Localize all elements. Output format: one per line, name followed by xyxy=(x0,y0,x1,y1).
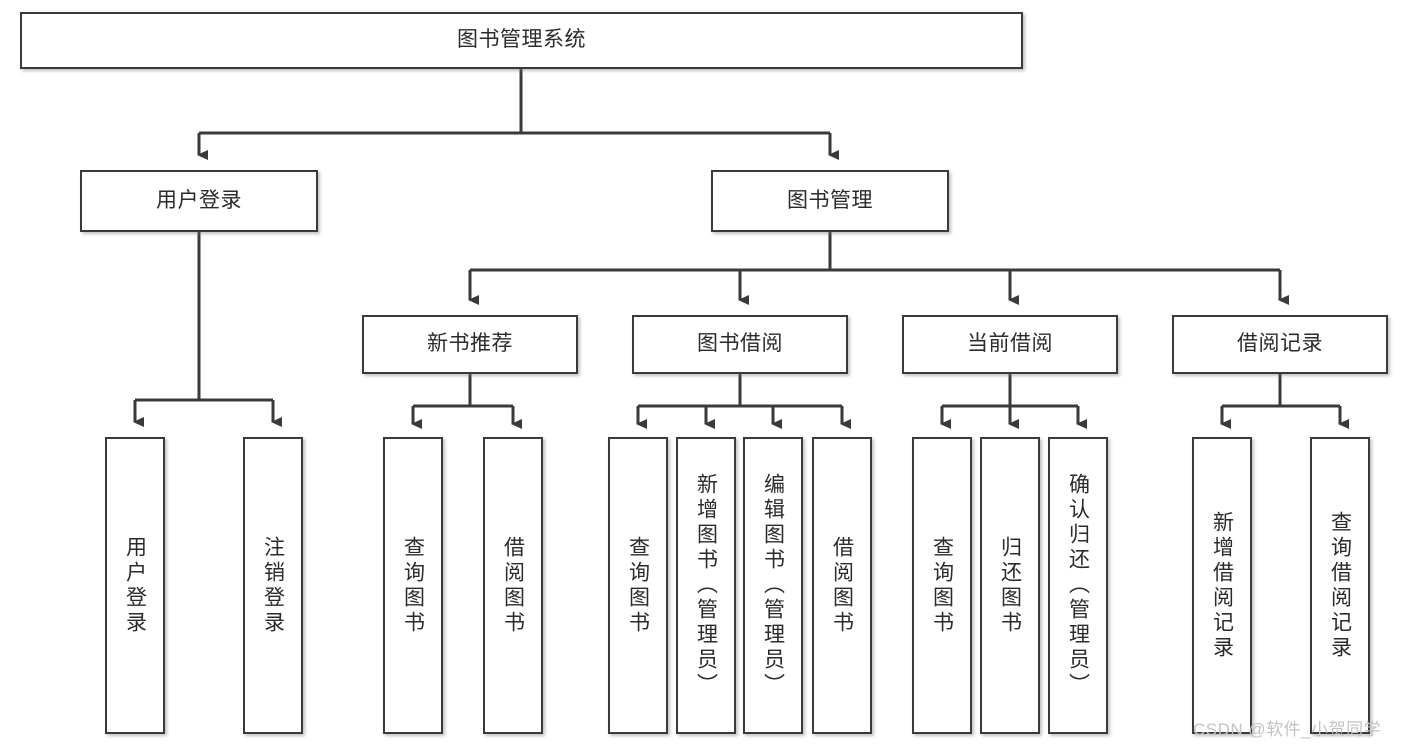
node-root-label: 图书管理系统 xyxy=(457,28,586,52)
node-leaf-edit-book-label: 编辑图书（管理员） xyxy=(761,473,785,698)
node-leaf-query-book-2[interactable]: 查询图书 xyxy=(608,437,668,734)
node-leaf-confirm-return-label: 确认归还（管理员） xyxy=(1066,473,1090,698)
node-leaf-borrow-book-1[interactable]: 借阅图书 xyxy=(483,437,543,734)
node-leaf-query-record[interactable]: 查询借阅记录 xyxy=(1310,437,1370,734)
node-leaf-query-book-3-label: 查询图书 xyxy=(930,535,954,636)
node-leaf-borrow-book-2-label: 借阅图书 xyxy=(830,535,854,636)
node-leaf-borrow-book-2[interactable]: 借阅图书 xyxy=(812,437,872,734)
node-new-book-recommend[interactable]: 新书推荐 xyxy=(362,315,578,374)
node-leaf-query-book-1-label: 查询图书 xyxy=(401,535,425,636)
node-leaf-confirm-return[interactable]: 确认归还（管理员） xyxy=(1048,437,1108,734)
node-leaf-logout-login[interactable]: 注销登录 xyxy=(243,437,303,734)
node-current-borrow[interactable]: 当前借阅 xyxy=(902,315,1118,374)
node-borrow-record[interactable]: 借阅记录 xyxy=(1172,315,1388,374)
node-current-borrow-label: 当前借阅 xyxy=(967,332,1053,356)
node-leaf-return-book[interactable]: 归还图书 xyxy=(980,437,1040,734)
node-leaf-logout-login-label: 注销登录 xyxy=(261,535,285,636)
node-root[interactable]: 图书管理系统 xyxy=(20,12,1023,69)
node-leaf-query-book-3[interactable]: 查询图书 xyxy=(912,437,972,734)
node-book-borrow[interactable]: 图书借阅 xyxy=(632,315,848,374)
node-leaf-query-book-1[interactable]: 查询图书 xyxy=(383,437,443,734)
node-borrow-record-label: 借阅记录 xyxy=(1237,332,1323,356)
node-book-borrow-label: 图书借阅 xyxy=(697,332,783,356)
node-leaf-query-book-2-label: 查询图书 xyxy=(626,535,650,636)
node-leaf-borrow-book-1-label: 借阅图书 xyxy=(501,535,525,636)
node-leaf-return-book-label: 归还图书 xyxy=(998,535,1022,636)
node-leaf-add-book-label: 新增图书（管理员） xyxy=(694,473,718,698)
node-leaf-add-record-label: 新增借阅记录 xyxy=(1210,510,1234,661)
node-leaf-query-record-label: 查询借阅记录 xyxy=(1328,510,1352,661)
node-leaf-user-login-label: 用户登录 xyxy=(123,535,147,636)
node-new-book-recommend-label: 新书推荐 xyxy=(427,332,513,356)
node-book-manage-label: 图书管理 xyxy=(787,188,873,212)
node-leaf-user-login[interactable]: 用户登录 xyxy=(105,437,165,734)
node-leaf-edit-book[interactable]: 编辑图书（管理员） xyxy=(743,437,803,734)
node-leaf-add-record[interactable]: 新增借阅记录 xyxy=(1192,437,1252,734)
node-user-login[interactable]: 用户登录 xyxy=(80,170,318,232)
node-leaf-add-book[interactable]: 新增图书（管理员） xyxy=(676,437,736,734)
node-user-login-label: 用户登录 xyxy=(156,188,242,212)
node-book-manage[interactable]: 图书管理 xyxy=(711,170,949,232)
